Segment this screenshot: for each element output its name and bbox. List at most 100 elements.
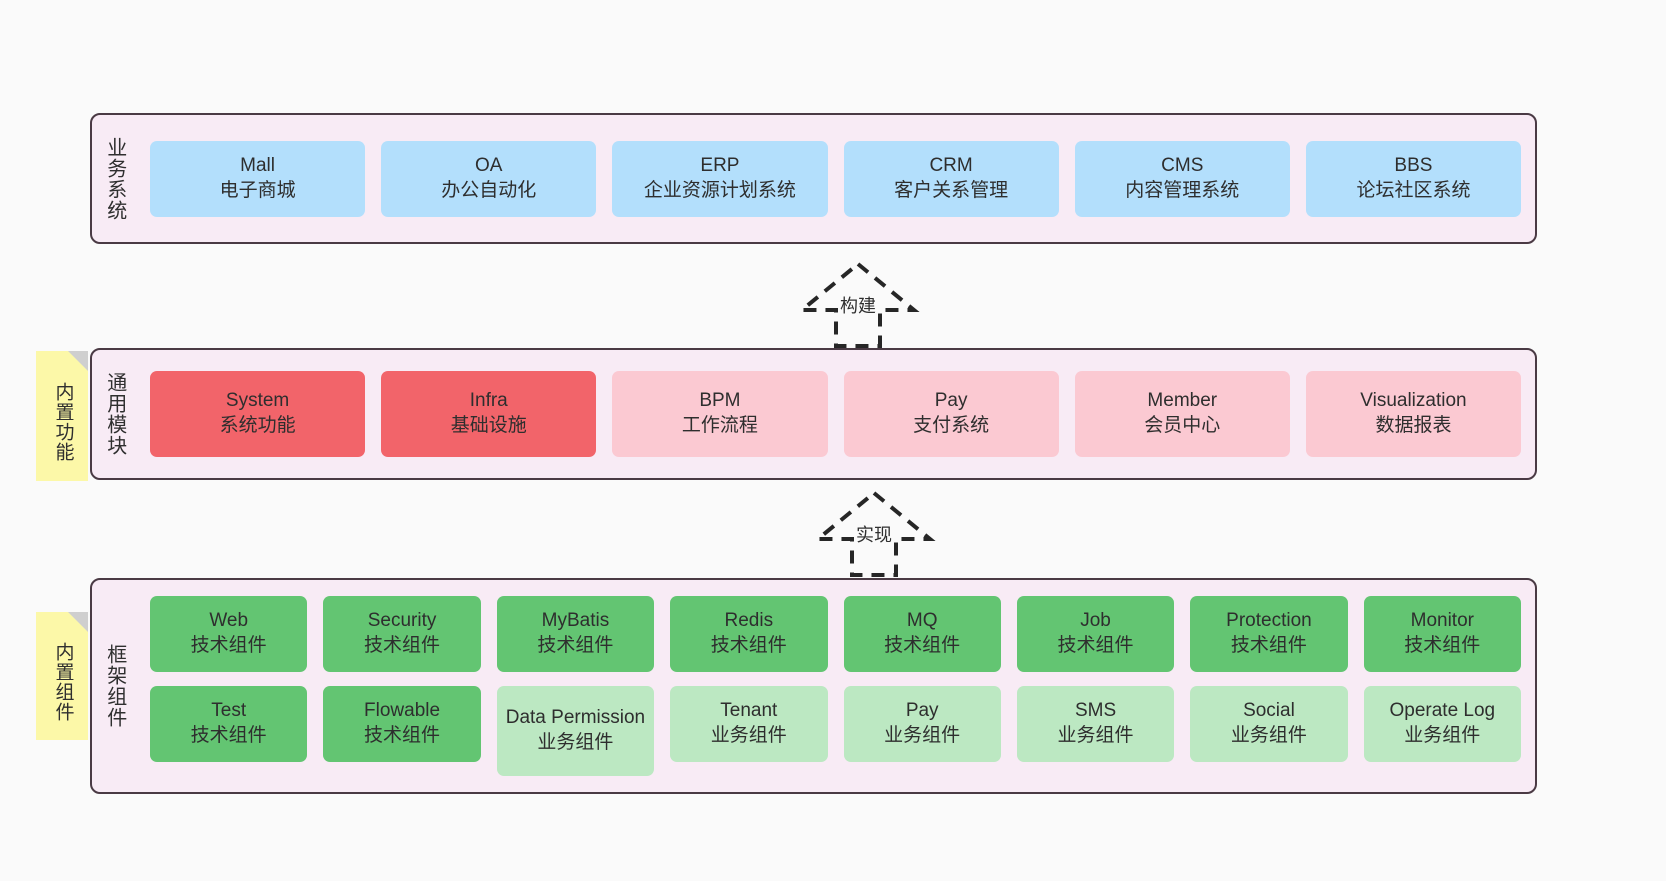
card-title-cn: 技术组件 [1057, 635, 1134, 656]
card-title-en: Social [1243, 700, 1295, 722]
card-security[interactable]: Security 技术组件 [323, 596, 481, 672]
card-title-en: ERP [700, 154, 740, 176]
card-title-en: Mall [240, 154, 275, 176]
card-title-en: Security [367, 610, 437, 632]
card-title-en: Protection [1226, 610, 1312, 632]
card-title-en: BBS [1394, 154, 1433, 176]
arrow-implement-icon [812, 490, 936, 577]
card-title-en: Infra [469, 390, 508, 412]
card-title-en: OA [475, 154, 503, 176]
card-pay-component[interactable]: Pay 业务组件 [843, 686, 1001, 762]
arrow-implement: 实现 [784, 487, 964, 587]
card-title-en: CMS [1161, 154, 1204, 176]
card-title-cn: 技术组件 [190, 635, 267, 656]
card-title-cn: 技术组件 [364, 635, 441, 656]
card-mall[interactable]: Mall 电子商城 [150, 140, 366, 217]
card-redis[interactable]: Redis 技术组件 [670, 596, 828, 672]
card-data-permission[interactable]: Data Permission 业务组件 [496, 686, 655, 776]
card-title-cn: 电子商城 [219, 179, 296, 201]
card-mq[interactable]: MQ 技术组件 [843, 596, 1001, 672]
layer-common-modules: 通用模块 System 系统功能 Infra 基础设施 BPM 工作流程 Pay… [90, 348, 1537, 480]
card-title-cn: 企业资源计划系统 [643, 179, 796, 201]
card-test[interactable]: Test 技术组件 [150, 686, 308, 762]
sticky-fold-corner-icon [68, 351, 88, 371]
card-title-en: Visualization [1360, 390, 1467, 412]
layer-title-business-systems: 业务系统 [103, 136, 126, 221]
sticky-note-label: 内置组件 [52, 642, 74, 722]
card-crm[interactable]: CRM 客户关系管理 [843, 140, 1059, 217]
card-bpm[interactable]: BPM 工作流程 [612, 371, 828, 457]
card-title-en: CRM [929, 154, 973, 176]
card-infra[interactable]: Infra 基础设施 [381, 371, 597, 457]
card-flowable[interactable]: Flowable 技术组件 [323, 686, 481, 762]
card-title-cn: 工作流程 [681, 415, 758, 436]
card-cms[interactable]: CMS 内容管理系统 [1074, 140, 1290, 217]
card-member[interactable]: Member 会员中心 [1074, 371, 1290, 457]
card-tenant[interactable]: Tenant 业务组件 [670, 686, 828, 762]
card-title-cn: 客户关系管理 [894, 179, 1009, 201]
business-systems-card-row: Mall 电子商城 OA 办公自动化 ERP 企业资源计划系统 CRM 客户关系… [136, 115, 1535, 242]
card-oa[interactable]: OA 办公自动化 [381, 140, 597, 217]
card-title-cn: 技术组件 [884, 635, 961, 656]
card-title-en: Redis [724, 610, 774, 632]
card-title-en: Pay [934, 390, 968, 412]
card-title-cn: 技术组件 [1404, 635, 1481, 656]
layer-title-common-modules: 通用模块 [103, 372, 126, 456]
card-title-en: Web [209, 610, 249, 632]
layer-framework-components: 框架组件 Web 技术组件 Security 技术组件 MyBatis 技术组件… [90, 578, 1537, 794]
common-modules-card-row: System 系统功能 Infra 基础设施 BPM 工作流程 Pay 支付系统… [136, 350, 1535, 478]
card-title-cn: 会员中心 [1144, 415, 1221, 436]
card-title-en: Tenant [720, 700, 778, 722]
card-title-en: BPM [699, 390, 741, 412]
card-title-cn: 内容管理系统 [1125, 179, 1240, 201]
card-pay[interactable]: Pay 支付系统 [843, 371, 1059, 457]
card-title-cn: 数据报表 [1375, 415, 1452, 436]
card-title-cn: 业务组件 [1404, 725, 1481, 746]
card-title-cn: 业务组件 [1057, 725, 1134, 746]
card-social[interactable]: Social 业务组件 [1190, 686, 1348, 762]
framework-row-technical: Web 技术组件 Security 技术组件 MyBatis 技术组件 Redi… [150, 596, 1521, 672]
card-title-cn: 系统功能 [219, 415, 296, 436]
card-protection[interactable]: Protection 技术组件 [1190, 596, 1348, 672]
card-title-cn: 论坛社区系统 [1356, 179, 1471, 201]
card-title-cn: 业务组件 [884, 725, 961, 746]
card-mybatis[interactable]: MyBatis 技术组件 [496, 596, 655, 672]
card-erp[interactable]: ERP 企业资源计划系统 [612, 140, 828, 217]
card-title-cn: 业务组件 [537, 732, 614, 753]
card-title-cn: 技术组件 [537, 635, 614, 656]
framework-components-grid: Web 技术组件 Security 技术组件 MyBatis 技术组件 Redi… [136, 580, 1535, 792]
layer-title-framework-components: 框架组件 [103, 644, 126, 728]
framework-row-business: Test 技术组件 Flowable 技术组件 Data Permission … [150, 686, 1521, 776]
sticky-note-builtin-features: 内置功能 [36, 351, 88, 481]
card-bbs[interactable]: BBS 论坛社区系统 [1305, 140, 1522, 217]
card-title-en: Pay [905, 700, 939, 722]
card-title-cn: 技术组件 [190, 725, 267, 746]
sticky-note-builtin-components: 内置组件 [36, 612, 88, 740]
card-title-en: Data Permission [505, 707, 646, 729]
arrow-build-icon [796, 261, 920, 348]
card-sms[interactable]: SMS 业务组件 [1016, 686, 1175, 762]
card-system[interactable]: System 系统功能 [150, 371, 366, 457]
card-title-en: SMS [1074, 700, 1117, 722]
card-monitor[interactable]: Monitor 技术组件 [1363, 596, 1521, 672]
card-operate-log[interactable]: Operate Log 业务组件 [1363, 686, 1521, 762]
card-title-en: Monitor [1410, 610, 1474, 632]
card-title-cn: 基础设施 [450, 415, 527, 436]
card-title-cn: 办公自动化 [441, 179, 537, 201]
card-job[interactable]: Job 技术组件 [1016, 596, 1175, 672]
layer-business-systems: 业务系统 Mall 电子商城 OA 办公自动化 ERP 企业资源计划系统 CRM… [90, 113, 1537, 244]
card-title-en: Operate Log [1389, 700, 1496, 722]
card-title-cn: 技术组件 [710, 635, 787, 656]
card-title-en: System [225, 390, 290, 412]
card-web[interactable]: Web 技术组件 [150, 596, 308, 672]
card-title-en: Job [1080, 610, 1111, 632]
card-title-cn: 技术组件 [364, 725, 441, 746]
arrow-implement-label: 实现 [856, 525, 892, 545]
card-visualization[interactable]: Visualization 数据报表 [1305, 371, 1522, 457]
card-title-en: Test [211, 700, 247, 722]
card-title-cn: 支付系统 [913, 415, 990, 436]
arrow-build: 构建 [768, 258, 948, 358]
card-title-en: MyBatis [541, 610, 610, 632]
arrow-build-label: 构建 [840, 296, 876, 316]
